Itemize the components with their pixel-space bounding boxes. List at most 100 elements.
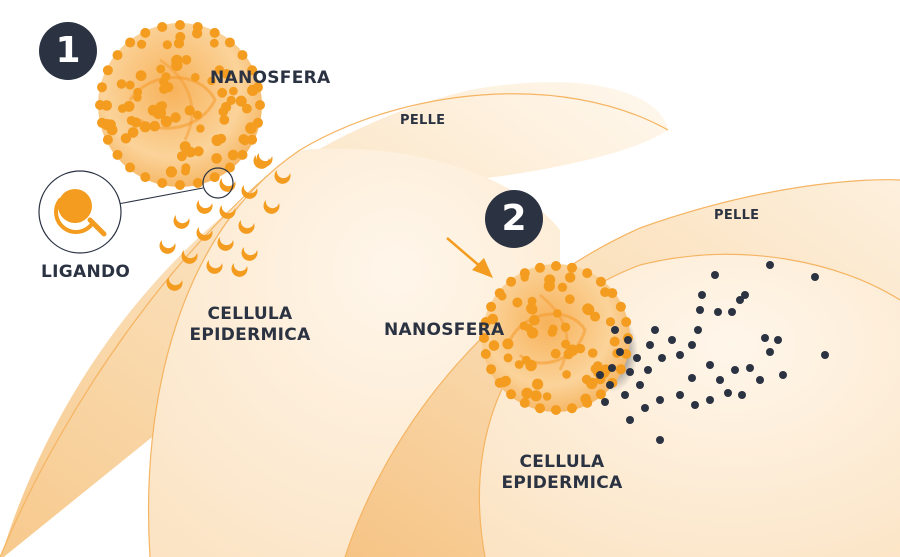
- sphere-edge-dot: [192, 178, 203, 188]
- particle-dot: [716, 376, 724, 384]
- sphere-dot: [525, 359, 537, 372]
- sphere-dot: [590, 311, 601, 322]
- sphere-edge-dot: [519, 397, 530, 408]
- sphere-dot: [207, 76, 216, 86]
- sphere-edge-dot: [582, 268, 593, 279]
- sphere-edge-dot: [494, 377, 505, 388]
- particle-dot: [624, 336, 632, 344]
- sphere-edge-dot: [535, 403, 545, 414]
- sphere-edge-dot: [567, 403, 577, 414]
- sphere-dot: [542, 392, 552, 401]
- particle-dot: [658, 354, 666, 362]
- ligand-crescent: [263, 200, 280, 214]
- particle-dot: [691, 401, 699, 409]
- panel2-skin-label: PELLE: [714, 208, 760, 223]
- sphere-dot: [211, 153, 222, 164]
- panel1-nanosphere-label: NANOSFERA: [210, 68, 331, 88]
- sphere-dot: [123, 100, 135, 112]
- particle-dot: [766, 348, 774, 356]
- sphere-edge-dot: [253, 117, 263, 128]
- sphere-dot: [238, 96, 247, 106]
- sphere-dot: [120, 133, 132, 144]
- sphere-dot: [557, 282, 568, 292]
- sphere-edge-dot: [209, 172, 220, 183]
- particle-dot: [706, 361, 714, 369]
- sphere-dot: [165, 166, 177, 178]
- particle-dot: [761, 334, 769, 342]
- sphere-dot: [512, 297, 523, 308]
- particle-dot: [746, 364, 754, 372]
- sphere-dot: [161, 72, 171, 82]
- sphere-dot: [502, 338, 514, 350]
- ligand-crescent: [196, 227, 213, 241]
- sphere-dot: [170, 112, 181, 123]
- sphere-edge-dot: [112, 50, 123, 61]
- ligand-crescent: [196, 200, 213, 214]
- sphere-dot: [565, 272, 576, 283]
- particle-dot: [821, 351, 829, 359]
- particle-dot: [641, 404, 649, 412]
- ligand-crescent: [166, 277, 183, 291]
- sphere-dot: [560, 322, 571, 332]
- sphere-dot: [227, 149, 239, 161]
- ligand-crescent: [181, 250, 198, 264]
- particle-dot: [656, 436, 664, 444]
- particle-dot: [601, 398, 609, 406]
- panel1-nanosphere: [95, 20, 265, 190]
- sphere-edge-dot: [551, 405, 561, 415]
- particle-dot: [724, 389, 732, 397]
- ligand-zoom-icon: [58, 189, 92, 223]
- sphere-dot: [131, 117, 142, 128]
- particle-dot: [611, 326, 619, 334]
- sphere-dot: [125, 80, 135, 90]
- sphere-edge-dot: [175, 20, 185, 30]
- sphere-dot: [488, 340, 500, 351]
- particle-dot: [626, 416, 634, 424]
- sphere-dot: [588, 348, 598, 358]
- panel1-cell-label: CELLULA EPIDERMICA: [186, 304, 314, 346]
- sphere-dot: [575, 343, 586, 354]
- particle-dot: [636, 381, 644, 389]
- sphere-edge-dot: [157, 178, 168, 188]
- particle-dot: [738, 391, 746, 399]
- panel2-nanosphere: [479, 261, 633, 415]
- sphere-dot: [589, 378, 598, 387]
- sphere-dot: [216, 133, 227, 144]
- sphere-dot: [193, 146, 204, 157]
- sphere-dot: [181, 166, 190, 176]
- sphere-edge-dot: [479, 333, 489, 343]
- sphere-edge-dot: [535, 262, 545, 273]
- sphere-dot: [519, 321, 529, 331]
- particle-dot: [731, 366, 739, 374]
- sphere-dot: [229, 86, 238, 96]
- sphere-dot: [566, 344, 579, 356]
- sphere-dot: [176, 151, 187, 162]
- sphere-edge-dot: [224, 162, 235, 173]
- sphere-dot: [184, 105, 195, 116]
- panel1-cell-label-line1: CELLULA: [207, 304, 293, 324]
- sphere-dot: [149, 120, 160, 132]
- ligand-crescent: [173, 215, 190, 229]
- sphere-dot: [154, 107, 167, 119]
- sphere-dot: [561, 339, 571, 349]
- sphere-dot: [529, 314, 540, 326]
- released-particles: [596, 261, 829, 444]
- ligand-crescent: [274, 170, 291, 184]
- panel1-skin-label: PELLE: [400, 113, 446, 128]
- particle-dot: [668, 336, 676, 344]
- particle-dot: [621, 391, 629, 399]
- sphere-edge-dot: [486, 364, 497, 375]
- sphere-edge-dot: [247, 65, 258, 76]
- sphere-dot: [106, 124, 118, 136]
- sphere-dot: [514, 360, 524, 369]
- sphere-dot: [530, 390, 542, 402]
- sphere-dot: [193, 110, 202, 120]
- ligand-callout: [38, 167, 234, 254]
- sphere-dot: [240, 136, 250, 146]
- sphere-dot: [242, 103, 252, 114]
- particle-dot: [696, 306, 704, 314]
- sphere-edge-dot: [247, 134, 258, 145]
- sphere-edge-dot: [595, 276, 606, 287]
